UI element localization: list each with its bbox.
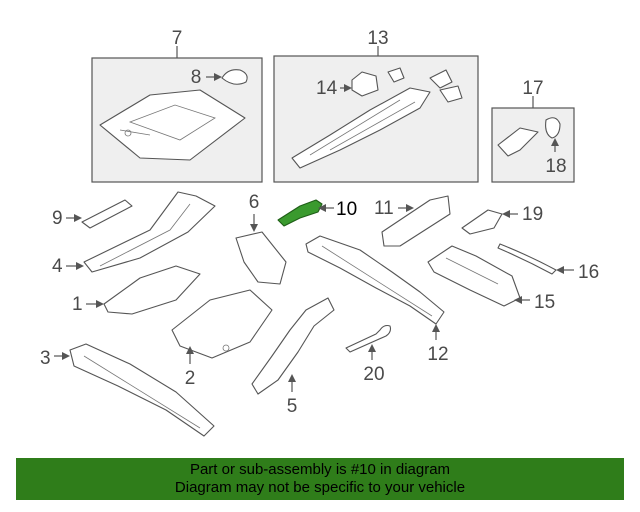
callout-20[interactable]: 20 <box>363 364 384 385</box>
group-part-4: 4 <box>52 191 216 277</box>
floor-pan-2-part[interactable] <box>171 289 273 359</box>
side-sill-4-part[interactable] <box>83 191 216 273</box>
group-part-1: 1 <box>72 265 201 315</box>
highlighted-part-10[interactable] <box>277 199 323 227</box>
rocker-3-part[interactable] <box>69 343 215 437</box>
group-box-13: 13 14 <box>273 28 479 183</box>
floor-pan-1-part[interactable] <box>103 265 201 315</box>
bracket-18-part[interactable] <box>545 117 561 139</box>
callout-13[interactable]: 13 <box>367 28 388 49</box>
callout-5[interactable]: 5 <box>287 396 298 417</box>
group-part-15: 15 <box>427 245 555 313</box>
banner-line-2: Diagram may not be specific to your vehi… <box>174 479 466 496</box>
group-part-10: 10 <box>277 199 357 227</box>
group-part-16: 16 <box>497 243 599 283</box>
group-part-9: 9 <box>52 199 133 229</box>
rail-brackets-part[interactable] <box>429 69 463 103</box>
group-box-7: 7 8 <box>91 28 263 183</box>
reinforcement-9-part[interactable] <box>81 199 133 229</box>
callout-4[interactable]: 4 <box>52 256 63 277</box>
callout-15[interactable]: 15 <box>534 292 555 313</box>
callout-6[interactable]: 6 <box>249 192 260 213</box>
crossmember-11-part[interactable] <box>381 195 451 247</box>
group-part-2: 2 <box>171 289 273 389</box>
callout-1[interactable]: 1 <box>72 294 83 315</box>
group-part-12: 12 <box>305 235 449 365</box>
group-part-11: 11 <box>374 195 451 247</box>
floor-panel-part[interactable] <box>99 89 246 161</box>
callout-16[interactable]: 16 <box>578 262 599 283</box>
callout-14[interactable]: 14 <box>316 78 338 99</box>
banner-line-1: Part or sub-assembly is #10 in diagram <box>189 461 451 478</box>
strip-16-part[interactable] <box>497 243 557 275</box>
rail-mount-part[interactable] <box>351 71 379 97</box>
rail-bracket-part[interactable] <box>387 67 405 83</box>
callout-19[interactable]: 19 <box>522 204 543 225</box>
group-part-3: 3 <box>40 343 215 437</box>
group-part-6: 6 <box>235 192 287 285</box>
bracket-19-part[interactable] <box>461 209 503 235</box>
callout-7[interactable]: 7 <box>172 28 183 49</box>
grommet-part[interactable] <box>221 69 248 85</box>
callout-18[interactable]: 18 <box>545 156 566 177</box>
callout-8[interactable]: 8 <box>191 67 202 88</box>
callout-2[interactable]: 2 <box>185 368 196 389</box>
bolt-20-part[interactable] <box>345 324 392 353</box>
rail-extension-15-part[interactable] <box>427 245 521 307</box>
callout-12[interactable]: 12 <box>427 344 448 365</box>
pillar-5-part[interactable] <box>251 297 335 395</box>
group-box-17: 17 18 <box>491 78 575 183</box>
callout-3[interactable]: 3 <box>40 348 51 369</box>
callout-11[interactable]: 11 <box>374 198 394 219</box>
bracket-17-part[interactable] <box>497 127 539 157</box>
callout-17[interactable]: 17 <box>522 78 543 99</box>
info-banner: Part or sub-assembly is #10 in diagram D… <box>16 458 624 500</box>
group-part-20: 20 <box>345 324 392 385</box>
group-part-5: 5 <box>251 297 335 417</box>
callout-10[interactable]: 10 <box>336 199 357 220</box>
callout-9[interactable]: 9 <box>52 208 63 229</box>
wheelhouse-6-part[interactable] <box>235 231 287 285</box>
rear-rail-assembly-part[interactable] <box>291 87 431 169</box>
parts-diagram: 7 8 13 14 17 18 9 <box>40 28 599 437</box>
group-part-19: 19 <box>461 204 543 235</box>
